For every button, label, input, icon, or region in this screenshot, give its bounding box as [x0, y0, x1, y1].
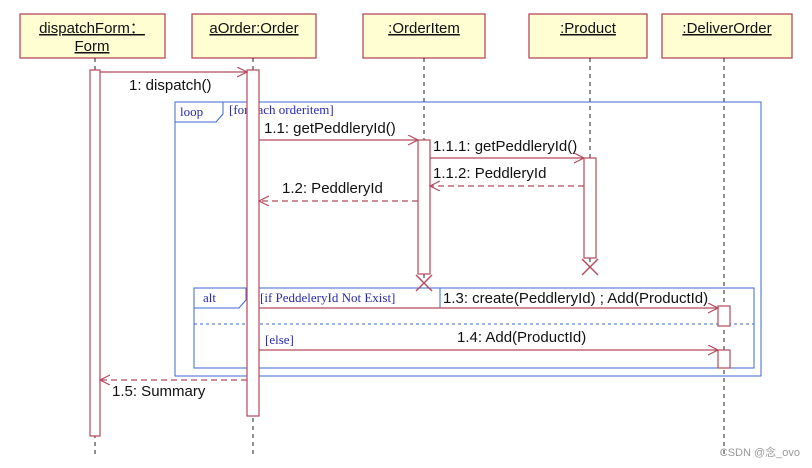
loop-guard: [for each orderitem]: [229, 102, 334, 117]
activation-order-item: [417, 139, 431, 275]
message-label-return-peddlery-id-product: 1.1.2: PeddleryId: [433, 165, 546, 182]
watermark: CSDN @念_ovo: [719, 447, 800, 459]
participant-dispatch-form-type: Form: [75, 38, 110, 55]
participant-deliver-order: :DeliverOrder: [661, 13, 793, 59]
message-label-get-peddlery-id: 1.1: getPeddleryId(): [264, 120, 396, 137]
destroy-order-item-mark: [415, 274, 433, 292]
activation-a-order: [246, 69, 260, 417]
participant-product-name: :Product: [560, 20, 617, 37]
message-label-dispatch: 1: dispatch(): [129, 77, 212, 94]
participant-product: :Product: [528, 13, 648, 59]
message-label-add-product-id: 1.4: Add(ProductId): [457, 329, 586, 346]
participant-order-item-name: :OrderItem: [388, 20, 460, 37]
alt-fragment: alt [if PeddeleryId Not Exist] [else]: [193, 287, 755, 369]
activation-dispatch-form: [89, 69, 101, 437]
participant-deliver-order-name: :DeliverOrder: [682, 20, 771, 37]
activation-product: [583, 157, 597, 259]
message-label-summary: 1.5: Summary: [112, 383, 206, 400]
message-label-return-peddlery-id: 1.2: PeddleryId: [282, 180, 383, 197]
loop-operator: loop: [180, 104, 203, 119]
alt-operator: alt: [203, 290, 216, 305]
participant-dispatch-form: dispatchForm： Form: [19, 13, 166, 59]
alt-guard-if: [if PeddeleryId Not Exist]: [260, 290, 395, 305]
alt-guard-else: [else]: [265, 332, 294, 347]
message-label-create-add: 1.3: create(PeddleryId) ; Add(ProductId): [443, 290, 708, 307]
participant-a-order: aOrder:Order: [191, 13, 317, 59]
message-label-product-get-peddlery-id: 1.1.1: getPeddleryId(): [433, 138, 577, 155]
activation-deliver-order-add: [717, 349, 731, 369]
activation-deliver-order-create: [717, 305, 731, 327]
participant-order-item: :OrderItem: [362, 13, 486, 59]
participant-a-order-name: aOrder:Order: [209, 20, 298, 37]
destroy-product-mark: [581, 258, 599, 276]
participant-dispatch-form-name: dispatchForm：: [39, 20, 145, 37]
